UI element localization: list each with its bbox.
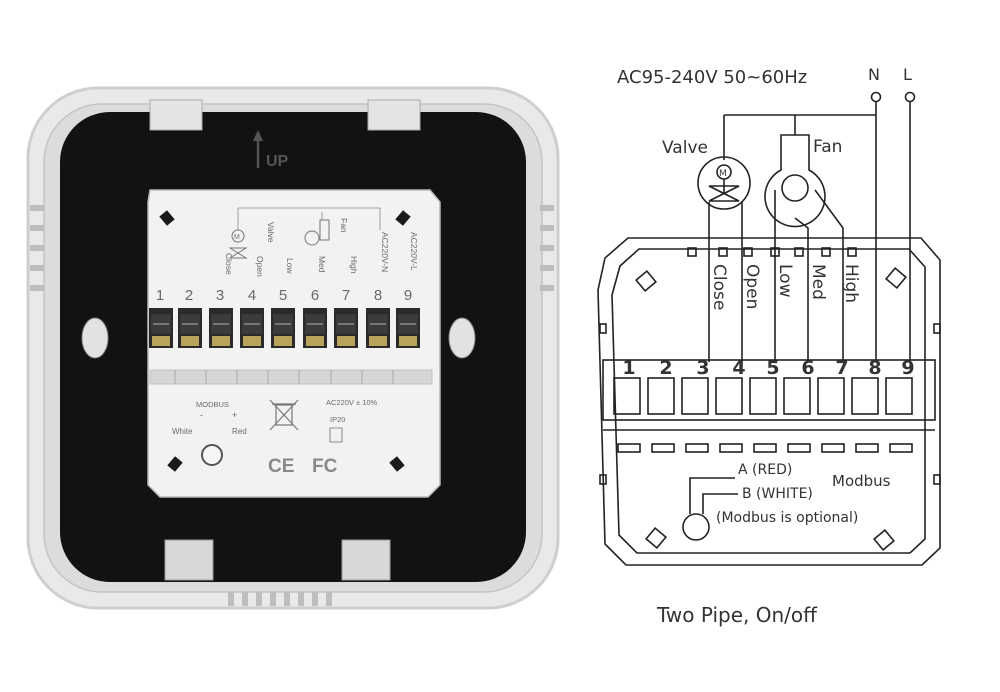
valve-label: Valve — [662, 138, 708, 158]
top-pin-row — [687, 247, 857, 257]
photo-terminal-number: 8 — [374, 287, 382, 304]
photo-label-close: Close — [224, 253, 234, 275]
terminal-label-med: Med — [808, 264, 828, 300]
modbus-note: (Modbus is optional) — [716, 510, 858, 526]
terminal-number: 5 — [766, 357, 779, 379]
mounting-hole-right — [448, 317, 476, 359]
line-label: L — [903, 65, 912, 84]
terminal-number: 2 — [659, 357, 672, 379]
terminal-label-open: Open — [742, 264, 762, 309]
up-mark: UP — [266, 153, 289, 170]
photo-label-high: High — [349, 256, 359, 274]
photo-label-open: Open — [255, 256, 265, 277]
photo-terminal-number: 9 — [404, 287, 412, 304]
photo-ip-rating: IP20 — [330, 415, 345, 424]
photo-label-valve: Valve — [266, 222, 276, 243]
fan-icon — [764, 134, 826, 228]
photo-terminal-number: 6 — [311, 287, 319, 304]
weee-bin-icon — [269, 399, 299, 431]
photo-modbus-red: Red — [232, 427, 247, 436]
photo-terminal-number: 5 — [279, 287, 287, 304]
photo-modbus-port — [201, 444, 223, 466]
diagram-caption: Two Pipe, On/off — [656, 603, 818, 627]
photo-terminal-number: 3 — [216, 287, 224, 304]
modbus-port — [682, 513, 710, 541]
photo-label-med: Med — [317, 256, 327, 273]
photo-label-ac-l: AC220V-L — [409, 232, 419, 271]
photo-terminal-screws — [149, 308, 420, 348]
photo-terminal-number: 2 — [185, 287, 193, 304]
photo-modbus-white: White — [172, 427, 193, 436]
terminal-number: 3 — [696, 357, 709, 379]
valve-icon — [697, 156, 751, 210]
terminal-label-low: Low — [775, 264, 795, 298]
photo-terminal-number: 1 — [156, 287, 164, 304]
controller-outline — [597, 237, 941, 566]
neutral-terminal — [870, 91, 882, 103]
wiring-diagram: AC95-240V 50~60Hz N L Valve M Fan — [597, 65, 941, 627]
photo-label-ac-n: AC220V-N — [380, 232, 390, 272]
photo-terminal-number: 7 — [342, 287, 350, 304]
photo-fan-icon — [304, 219, 330, 246]
photo-valve-motor: M — [234, 234, 240, 241]
terminal-number: 4 — [732, 357, 745, 379]
line-terminal — [904, 91, 916, 103]
terminal-number: 6 — [801, 357, 814, 379]
photo-label-low: Low — [285, 258, 295, 274]
fc-mark: FC — [312, 456, 338, 477]
photo-modbus-minus: - — [200, 410, 203, 420]
terminal-number: 8 — [868, 357, 881, 379]
photo-terminal-number: 4 — [248, 287, 256, 304]
thermostat-back-photo: UP Valve Close Open Fan Low Med High AC2… — [26, 86, 560, 610]
neutral-label: N — [868, 65, 880, 84]
terminal-label-close: Close — [709, 264, 729, 310]
ce-mark: CE — [268, 456, 294, 477]
photo-modbus-label: MODBUS — [196, 400, 229, 409]
modbus-b-label: B (WHITE) — [742, 486, 813, 502]
mounting-hole-left — [81, 317, 109, 359]
modbus-a-label: A (RED) — [738, 462, 792, 478]
photo-modbus-plus: + — [232, 410, 237, 420]
up-arrow-icon — [253, 130, 263, 168]
fan-label: Fan — [813, 137, 842, 157]
terminal-number: 1 — [622, 357, 635, 379]
photo-power-rating: AC220V ± 10% — [326, 398, 378, 407]
terminal-number: 7 — [835, 357, 848, 379]
terminal-cells — [613, 377, 913, 415]
modbus-label: Modbus — [832, 472, 891, 490]
valve-motor-label: M — [719, 169, 727, 179]
terminal-number: 9 — [901, 357, 914, 379]
power-supply-label: AC95-240V 50~60Hz — [617, 67, 807, 88]
terminal-label-high: High — [841, 264, 861, 303]
photo-label-fan: Fan — [339, 218, 349, 233]
